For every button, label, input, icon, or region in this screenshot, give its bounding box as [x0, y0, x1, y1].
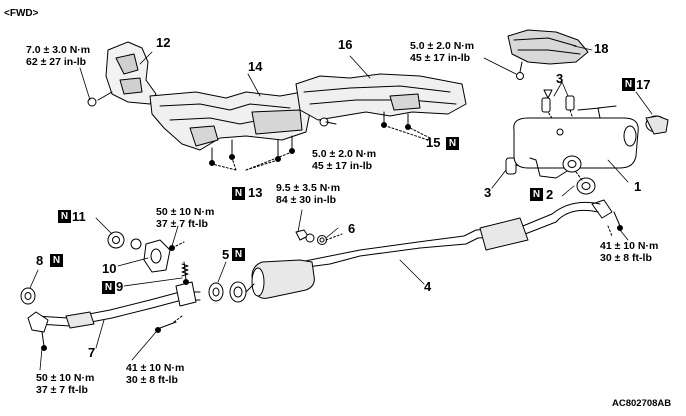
torque-spec-7a-nm: 50 ± 10 N·m: [36, 372, 95, 384]
callout-10: 10: [102, 261, 117, 276]
torque-spec-7b-ftlb: 30 ± 8 ft-lb: [126, 374, 178, 386]
callout-17: 17: [636, 77, 651, 92]
gasket-5: [208, 282, 224, 302]
torque-spec-18-nm: 5.0 ± 2.0 N·m: [410, 40, 475, 52]
torque-spec-2-ftlb: 30 ± 8 ft-lb: [600, 252, 652, 264]
callout-18: 18: [594, 41, 609, 56]
heat-protector-16: [295, 73, 467, 127]
bracket-bolt-6: [295, 229, 343, 245]
gasket-2: [562, 155, 596, 195]
tail-pipe-cover-17: [645, 115, 669, 135]
callout-14: 14: [248, 59, 263, 74]
torque-spec-7b-nm: 41 ± 10 N·m: [126, 362, 185, 374]
torque-spec-12-inlb: 62 ± 27 in-lb: [26, 56, 87, 68]
new-part-mark-5: N: [232, 248, 245, 261]
torque-spec-2-nm: 41 ± 10 N·m: [600, 240, 659, 252]
main-muffler-1: [513, 105, 639, 179]
heat-protector-12: [87, 41, 157, 107]
callout-9: 9: [116, 279, 124, 294]
gasket-11: [107, 231, 142, 250]
figure-code: AC802708AB: [612, 398, 672, 409]
torque-spec-9-ftlb: 37 ± 7 ft-lb: [156, 218, 208, 230]
front-exhaust-pipe-7: [27, 281, 201, 351]
torque-spec-16-nm: 5.0 ± 2.0 N·m: [312, 148, 377, 160]
gasket-8: [20, 287, 36, 305]
view-direction-label: <FWD>: [4, 8, 39, 19]
new-part-mark-8: N: [50, 254, 63, 267]
heat-protector-14: [149, 91, 311, 151]
callout-3-upper: 3: [556, 71, 564, 86]
callout-3-lower: 3: [484, 185, 492, 200]
new-part-mark-11: N: [58, 210, 71, 223]
torque-spec-18-inlb: 45 ± 17 in-lb: [410, 52, 471, 64]
new-part-mark-9: N: [102, 281, 115, 294]
torque-spec-12-nm: 7.0 ± 3.0 N·m: [26, 44, 91, 56]
callout-16: 16: [338, 37, 353, 52]
center-exhaust-pipe-4: [229, 201, 601, 303]
clips-15: [381, 111, 431, 141]
heat-protector-18: [507, 29, 589, 80]
callout-15: 15: [426, 135, 441, 150]
callout-2: 2: [546, 187, 554, 202]
callout-8: 8: [36, 253, 44, 268]
callout-13: 13: [248, 185, 263, 200]
callout-5: 5: [222, 247, 230, 262]
clips-13: [209, 135, 295, 171]
new-part-mark-13: N: [232, 187, 245, 200]
torque-spec-6-nm: 9.5 ± 3.5 N·m: [276, 182, 341, 194]
callout-7: 7: [88, 345, 96, 360]
torque-spec-9-nm: 50 ± 10 N·m: [156, 206, 215, 218]
callout-12: 12: [156, 35, 171, 50]
callout-4: 4: [424, 279, 432, 294]
new-part-mark-2: N: [530, 188, 543, 201]
new-part-mark-15: N: [446, 137, 459, 150]
callout-1: 1: [634, 179, 642, 194]
flange-10: [143, 239, 185, 273]
torque-spec-7a-ftlb: 37 ± 7 ft-lb: [36, 384, 88, 396]
flange-bolts-2: [591, 199, 623, 237]
new-part-mark-17: N: [622, 78, 635, 91]
callout-11: 11: [72, 209, 86, 224]
torque-spec-6-inlb: 84 ± 30 in-lb: [276, 194, 337, 206]
callout-6: 6: [348, 221, 356, 236]
leader-lines: [29, 45, 653, 371]
torque-spec-16-inlb: 45 ± 17 in-lb: [312, 160, 373, 172]
spring-bolts-9: [181, 261, 189, 285]
hanger-3-upper: [541, 89, 575, 119]
